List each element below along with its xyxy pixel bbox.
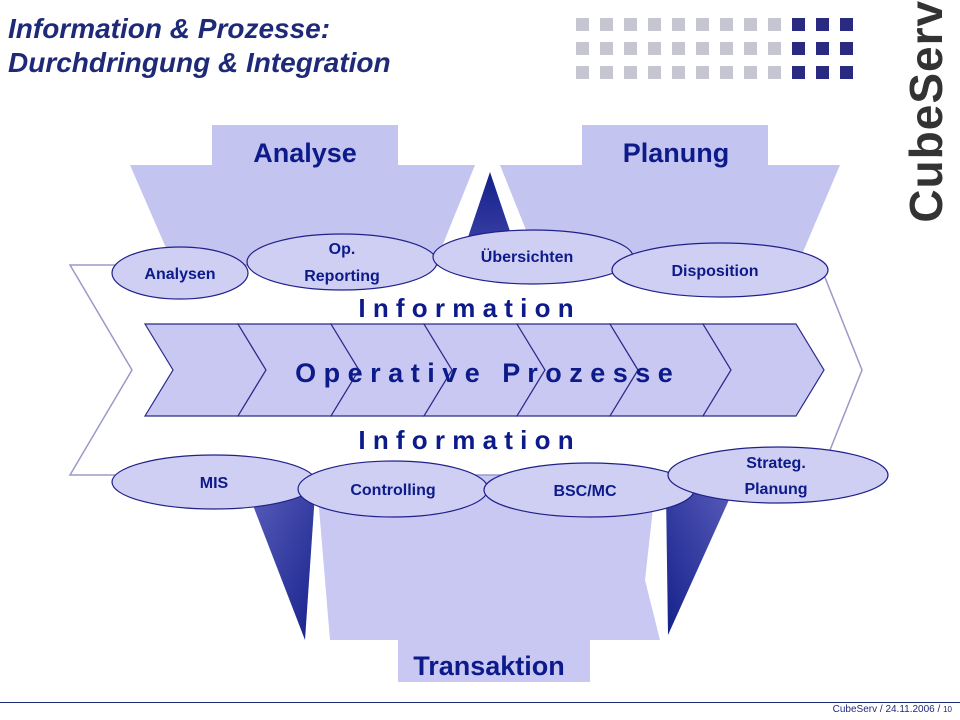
footer-company: CubeServ xyxy=(832,704,878,715)
label-planung: Planung xyxy=(623,138,730,168)
dot-square xyxy=(744,42,757,55)
footer: CubeServ / 24.11.2006 / 10 xyxy=(833,704,952,715)
footer-divider xyxy=(0,702,960,703)
footer-sep-1: / xyxy=(879,704,886,715)
footer-date: 24.11.2006 xyxy=(885,704,935,715)
dot-square xyxy=(600,42,613,55)
footer-sep-2: / xyxy=(937,704,944,715)
title-line-2: Durchdringung & Integration xyxy=(8,47,391,78)
dot-square xyxy=(696,18,709,31)
process-chevron xyxy=(701,323,825,417)
dot-square xyxy=(600,66,613,79)
ellipse-bsc-mc: BSC/MC xyxy=(483,462,695,518)
information-top-text: I n f o r m a t i o n xyxy=(358,293,573,323)
footer-page: 10 xyxy=(943,705,952,714)
dot-square xyxy=(624,18,637,31)
dot-square xyxy=(696,66,709,79)
ellipse-analysen: Analysen xyxy=(111,246,249,300)
dot-square xyxy=(648,18,661,31)
dot-square xyxy=(720,42,733,55)
dot-square xyxy=(720,66,733,79)
dot-square xyxy=(840,18,853,31)
dot-square xyxy=(576,42,589,55)
page-title: Information & Prozesse: Durchdringung & … xyxy=(8,12,391,80)
ellipse-strateg-planung: Strateg. Planung xyxy=(667,446,889,504)
label-analyse: Analyse xyxy=(253,138,357,168)
dot-square xyxy=(768,18,781,31)
dot-square xyxy=(840,42,853,55)
dot-square xyxy=(648,42,661,55)
dot-square xyxy=(672,66,685,79)
ellipse-strateg-planung-line2: Planung xyxy=(744,481,807,498)
dot-square xyxy=(768,66,781,79)
ellipse-bsc-mc-text: BSC/MC xyxy=(553,483,617,500)
ellipse-op-reporting: Op. Reporting xyxy=(246,233,438,291)
ellipse-disposition-text: Disposition xyxy=(671,263,758,280)
ellipse-mis: MIS xyxy=(111,454,317,510)
dot-square xyxy=(648,66,661,79)
dot-square xyxy=(792,18,805,31)
ellipse-op-reporting-line2: Reporting xyxy=(304,268,380,285)
dot-square xyxy=(792,66,805,79)
ellipse-analysen-text: Analysen xyxy=(144,266,215,283)
dot-square xyxy=(672,42,685,55)
dot-square xyxy=(816,42,829,55)
decorative-dot-grid xyxy=(576,18,853,79)
information-bottom-text: I n f o r m a t i o n xyxy=(358,425,573,455)
ellipse-disposition: Disposition xyxy=(611,242,829,298)
dot-square xyxy=(576,18,589,31)
label-transaktion: Transaktion xyxy=(413,651,565,681)
dot-square xyxy=(816,66,829,79)
dot-square xyxy=(744,66,757,79)
dot-square xyxy=(696,42,709,55)
ellipse-uebersichten-text: Übersichten xyxy=(481,247,573,266)
dot-square xyxy=(720,18,733,31)
dot-square xyxy=(672,18,685,31)
dot-square xyxy=(840,66,853,79)
dot-square xyxy=(624,42,637,55)
ellipse-uebersichten: Übersichten xyxy=(432,229,634,285)
dot-square xyxy=(624,66,637,79)
ellipse-controlling: Controlling xyxy=(297,460,489,518)
dot-square xyxy=(744,18,757,31)
dot-square xyxy=(576,66,589,79)
ellipse-mis-text: MIS xyxy=(200,475,229,492)
ellipse-op-reporting-line1: Op. xyxy=(329,241,356,258)
dot-square xyxy=(792,42,805,55)
dot-square xyxy=(600,18,613,31)
process-chevrons xyxy=(143,323,825,417)
ellipse-strateg-planung-line1: Strateg. xyxy=(746,455,806,472)
dot-square xyxy=(768,42,781,55)
ellipse-controlling-text: Controlling xyxy=(350,482,435,499)
operative-prozesse-text: O p e r a t i v e P r o z e s s e xyxy=(295,358,673,388)
dot-square xyxy=(816,18,829,31)
title-line-1: Information & Prozesse: xyxy=(8,13,331,44)
